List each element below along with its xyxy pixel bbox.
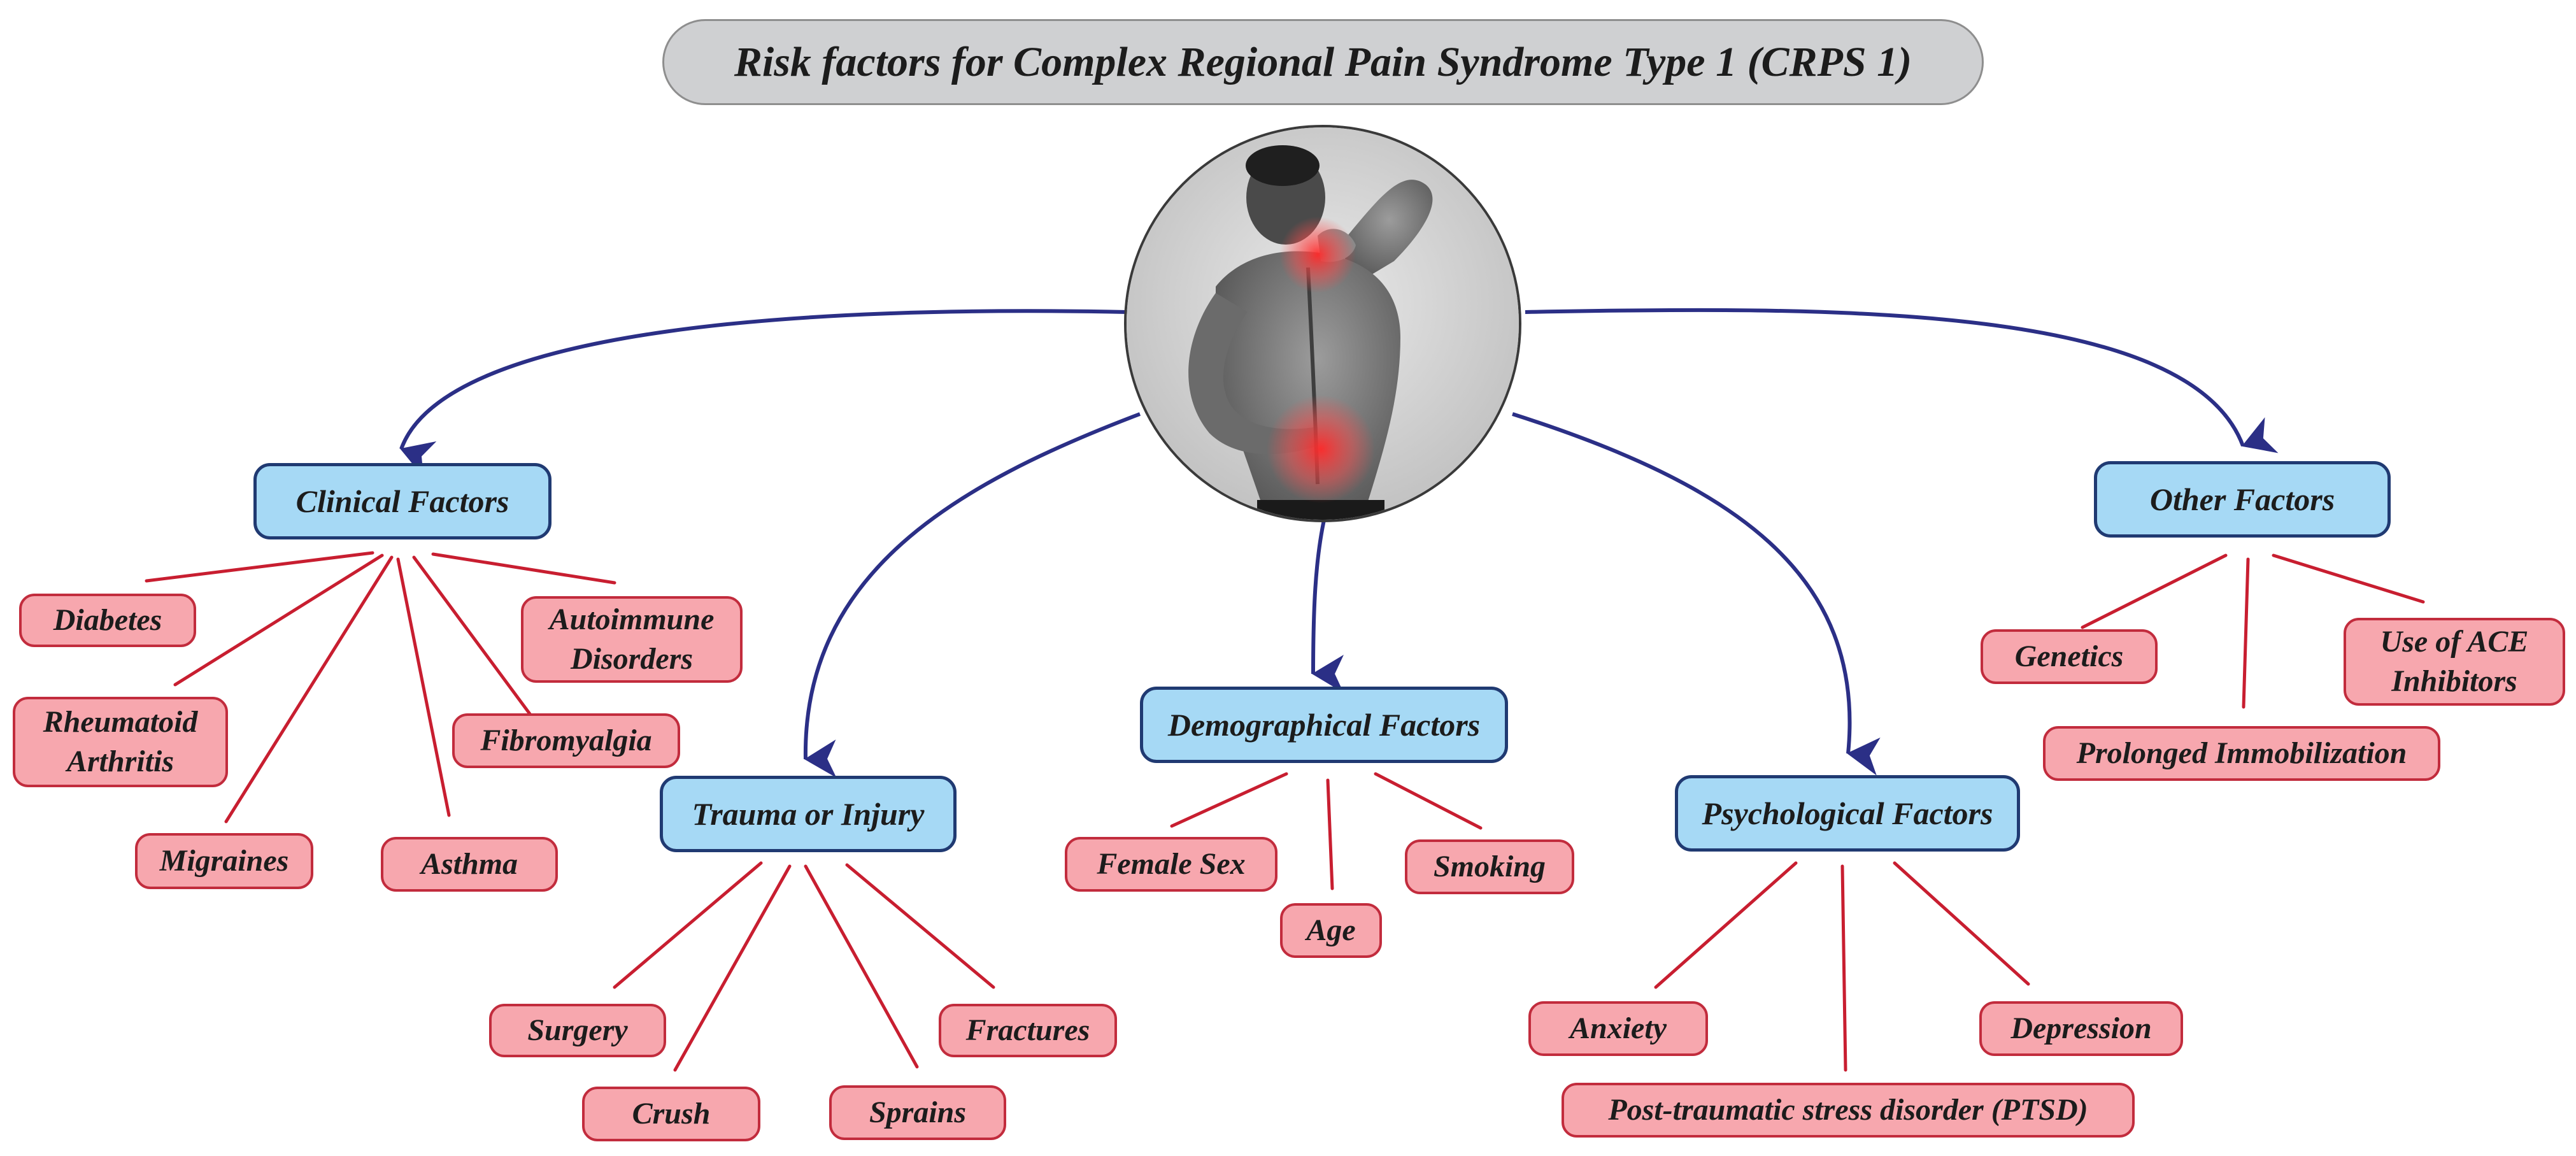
factor-crush: Crush <box>582 1087 760 1141</box>
arrow-to-psychological <box>1512 412 1881 776</box>
connector-demographic-female <box>1170 772 1288 828</box>
factor-diabetes: Diabetes <box>19 594 196 647</box>
category-demographical-factors: Demographical Factors <box>1140 687 1508 763</box>
connector-clinical-asthma <box>396 557 451 817</box>
connector-psych-anxiety <box>1654 861 1798 989</box>
factor-use-of-ace-inhibitors: Use of ACE Inhibitors <box>2344 618 2565 706</box>
arrow-to-demographic <box>1311 517 1344 694</box>
connector-psych-depression <box>1893 861 2030 986</box>
connector-other-ace <box>2272 553 2425 604</box>
factor-asthma: Asthma <box>381 837 558 892</box>
category-psychological-factors: Psychological Factors <box>1675 775 2020 852</box>
connector-clinical-diabetes <box>145 551 374 583</box>
factor-depression: Depression <box>1979 1001 2183 1056</box>
factor-fibromyalgia: Fibromyalgia <box>452 713 680 768</box>
category-other-factors: Other Factors <box>2094 461 2391 538</box>
factor-fractures: Fractures <box>939 1004 1117 1057</box>
arrow-to-other <box>1525 308 2279 453</box>
category-trauma-or-injury: Trauma or Injury <box>660 776 957 852</box>
connector-trauma-sprains <box>804 864 919 1069</box>
diagram-title: Risk factors for Complex Regional Pain S… <box>662 19 1984 105</box>
factor-female-sex: Female Sex <box>1065 837 1277 892</box>
factor-age: Age <box>1280 903 1382 958</box>
factor-genetics: Genetics <box>1981 629 2158 684</box>
connector-clinical-migraines <box>224 555 394 824</box>
factor-smoking: Smoking <box>1405 839 1574 894</box>
connector-demographic-age <box>1326 778 1334 890</box>
factor-ptsd: Post-traumatic stress disorder (PTSD) <box>1562 1083 2135 1138</box>
connector-clinical-autoimmune <box>431 552 616 585</box>
connector-psych-ptsd <box>1840 864 1847 1072</box>
category-clinical-factors: Clinical Factors <box>253 463 551 539</box>
connector-trauma-surgery <box>613 861 763 989</box>
arrow-to-clinical <box>399 309 1128 478</box>
connector-clinical-fibromyalgia <box>412 555 534 718</box>
connector-trauma-fractures <box>845 863 995 989</box>
factor-prolonged-immobilization: Prolonged Immobilization <box>2043 726 2440 781</box>
factor-migraines: Migraines <box>135 833 313 889</box>
factor-surgery: Surgery <box>489 1004 666 1057</box>
connector-trauma-crush <box>673 864 792 1072</box>
factor-autoimmune-disorders: Autoimmune Disorders <box>521 596 743 683</box>
connector-demographic-smoking <box>1374 772 1483 830</box>
arrow-to-trauma <box>803 412 1141 778</box>
factor-anxiety: Anxiety <box>1528 1001 1708 1056</box>
connector-clinical-rheumatoid <box>173 553 384 687</box>
connector-other-immobilization <box>2242 557 2250 709</box>
factor-sprains: Sprains <box>829 1085 1006 1140</box>
factor-rheumatoid-arthritis: Rheumatoid Arthritis <box>13 697 228 787</box>
connector-other-genetics <box>2081 553 2228 629</box>
back-pain-photo-icon <box>1124 125 1521 522</box>
